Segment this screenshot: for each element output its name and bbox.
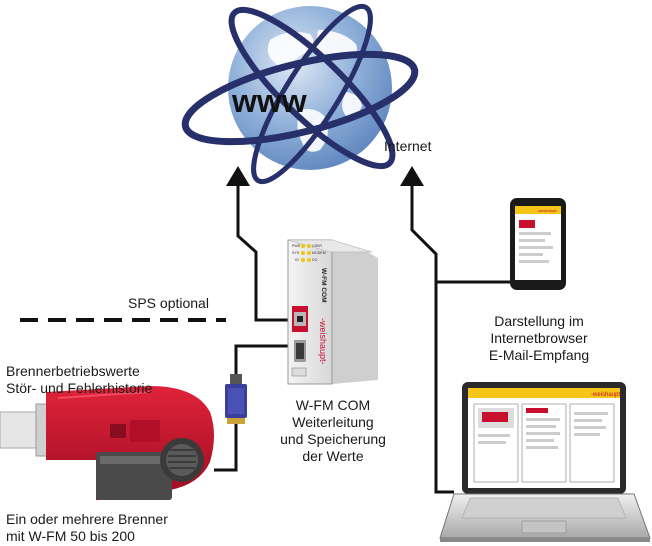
laptop-brand-text: -weishaupt-: [591, 392, 622, 398]
phone-brand-text: -weishaupt-: [537, 208, 558, 213]
email-label: E-Mail-Empfang: [488, 347, 590, 363]
device-caption-line: und Speicherung: [280, 431, 386, 447]
bus-connector: [225, 374, 247, 424]
led-label: SYS: [292, 251, 300, 255]
led-label: IO: [295, 258, 299, 262]
smartphone-icon: [510, 198, 566, 290]
device-caption-line: Weiterleitung: [292, 414, 374, 430]
browser-display-label: Darstellung im: [494, 313, 584, 329]
burner-icon: [0, 386, 214, 500]
connection-lines: [214, 182, 510, 494]
status-leds: [301, 244, 311, 262]
burner-model-label: mit W-FM 50 bis 200: [6, 528, 135, 544]
device-model-text: W-FM COM: [320, 268, 327, 303]
internet-label: Internet: [384, 138, 432, 154]
burner-count-label: Ein oder mehrere Brenner: [6, 511, 168, 527]
led-label: DO: [312, 258, 318, 262]
arrow-heads: [226, 166, 424, 186]
internet-globe-icon: [181, 3, 419, 185]
led-label: USER: [312, 244, 322, 248]
device-caption-line: der Werte: [302, 448, 364, 464]
device-caption-title: W-FM COM: [295, 397, 371, 413]
sps-label: SPS optional: [128, 295, 209, 311]
arrow-up-icon: [400, 166, 424, 186]
www-text: www: [231, 83, 307, 119]
led-label: MODEM: [312, 251, 326, 255]
burner-values-label: Brennerbetriebswerte: [6, 363, 140, 379]
arrow-up-icon: [226, 166, 250, 186]
wfm-com-device: PWR USER SYS MODEM IO DO W-FM COM -weish…: [287, 239, 378, 385]
burner-history-label: Stör- und Fehlerhistorie: [6, 380, 153, 396]
laptop-icon: [439, 382, 651, 542]
browser-display-label: Internetbrowser: [490, 330, 588, 346]
device-brand-text: -weishaupt-: [318, 318, 328, 365]
led-label: PWR: [292, 244, 301, 248]
